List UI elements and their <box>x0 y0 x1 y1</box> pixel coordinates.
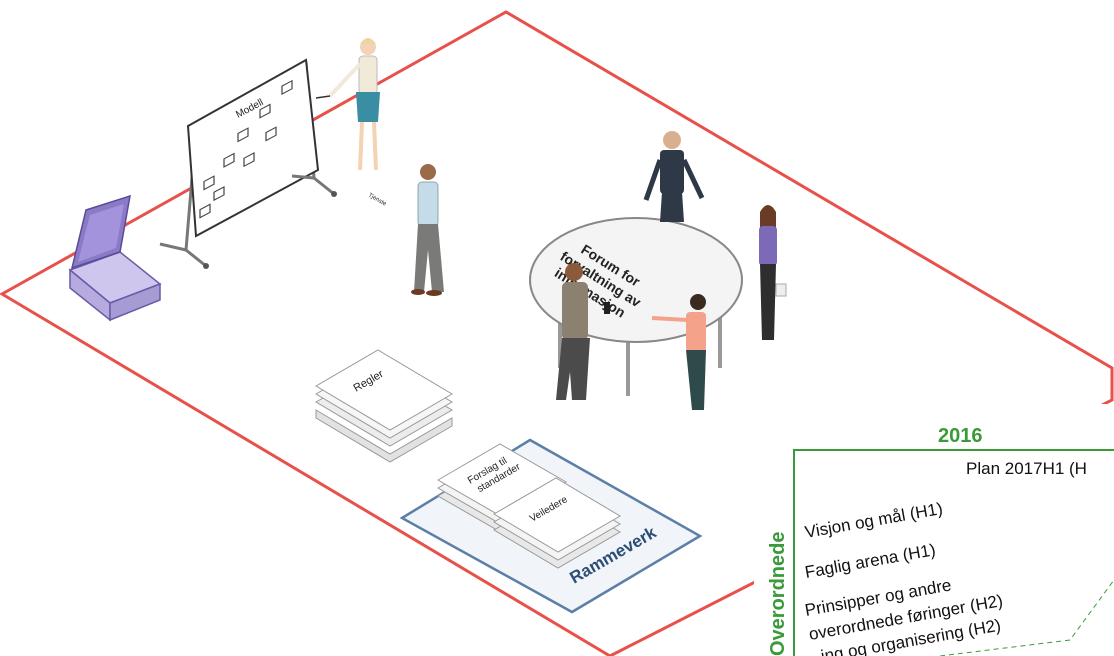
person-man-center <box>411 164 444 296</box>
person-woman-coral <box>651 294 706 410</box>
plan-year: 2016 <box>938 425 983 447</box>
person-man-phone <box>556 263 610 400</box>
person-woman-right <box>759 205 787 340</box>
rules-stack: Regler <box>315 349 453 463</box>
workspace-boundary <box>0 10 1114 656</box>
plan-header: Plan 2017H1 (H <box>966 459 1087 478</box>
presenter-tag: Tjenste <box>367 193 388 208</box>
whiteboard: Modell <box>159 58 337 269</box>
dashed-connector <box>939 579 1114 656</box>
plan-side-label: Overordnede <box>767 532 789 656</box>
framework-box: Forslag til standarder Veiledere Rammeve… <box>399 438 703 614</box>
person-man-suit <box>643 131 705 222</box>
plan-panel: 2016 Plan 2017H1 (H Overordnede Visjon o… <box>754 404 1114 656</box>
briefcase-icon <box>68 194 162 322</box>
person-presenter: Tjenste <box>315 38 388 208</box>
